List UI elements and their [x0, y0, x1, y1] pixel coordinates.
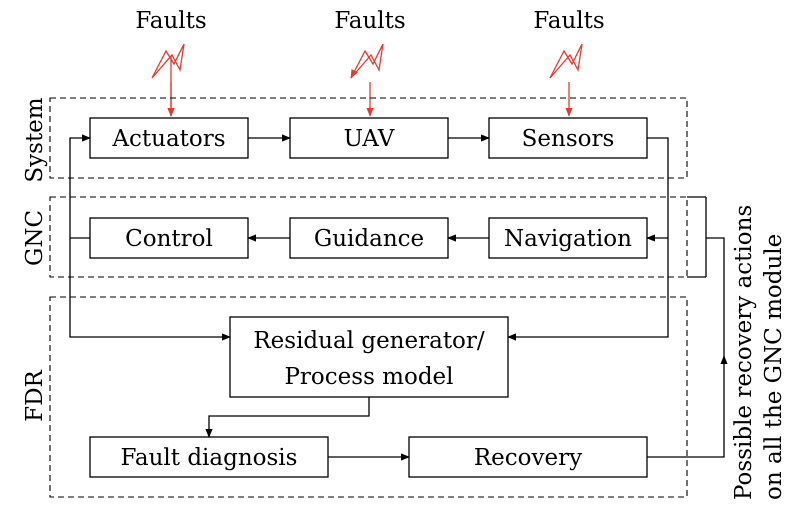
- group-label-gnc: GNC: [22, 210, 48, 266]
- fault-bolt-actuators: [151, 43, 185, 117]
- sensors-block: [488, 117, 648, 159]
- actuators-block: [89, 117, 249, 159]
- gnc-group-frame: [49, 196, 688, 278]
- navigation-label: Navigation: [504, 226, 632, 252]
- recovery-note-line2: on all the GNC module: [761, 234, 787, 500]
- fault-label-actuators: Faults: [135, 8, 206, 34]
- fdr-group-frame: [49, 296, 688, 498]
- residual-generator-label-line2: Process model: [284, 364, 453, 390]
- uav-label: UAV: [344, 126, 395, 152]
- recovery-action-path: [647, 237, 725, 458]
- recovery-label: Recovery: [474, 445, 582, 471]
- guidance-block: [289, 217, 449, 259]
- recovery-note-line1: Possible recovery actions: [731, 205, 757, 500]
- residual-generator-label-line1: Residual generator/: [253, 328, 485, 354]
- arrow-control-to-actuators: [69, 134, 91, 239]
- fault-diagnosis-label: Fault diagnosis: [121, 445, 298, 471]
- fault-label-uav: Faults: [334, 8, 405, 34]
- control-label: Control: [125, 226, 213, 252]
- fault-label-sensors: Faults: [533, 8, 604, 34]
- sensors-label: Sensors: [522, 126, 615, 152]
- group-label-fdr: FDR: [22, 369, 48, 421]
- actuators-label: Actuators: [111, 126, 225, 152]
- system-group-frame: [49, 97, 688, 179]
- guidance-label: Guidance: [314, 226, 424, 252]
- fault-bolt-uav: [350, 43, 384, 79]
- group-label-system: System: [22, 97, 48, 182]
- fault-bolt-sensors: [549, 43, 583, 79]
- residual-generator-block: [229, 316, 509, 398]
- arrow-residual-to-diagnosis: [205, 397, 370, 438]
- arrow-control-to-residual: [69, 238, 231, 341]
- recovery-block: [408, 436, 648, 478]
